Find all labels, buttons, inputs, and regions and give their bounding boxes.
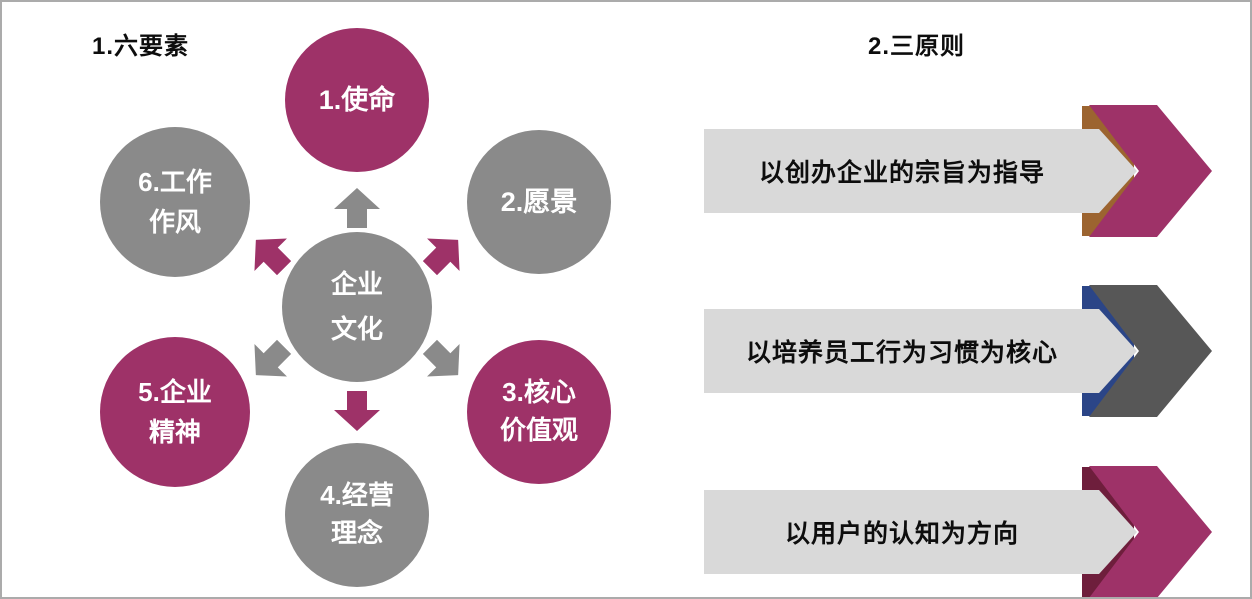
banner-3-chevron-icon [1089, 466, 1212, 597]
banner-2-text: 以培养员工行为习惯为核心 [745, 339, 1058, 367]
arrow-up-left-icon [254, 238, 292, 276]
circle-vision: 2.愿景 [467, 130, 611, 274]
circle-mission: 1.使命 [285, 28, 429, 172]
arrow-up-right-icon [422, 238, 460, 276]
arrow-down-icon [334, 391, 380, 431]
circle-enterprise-spirit: 5.企业 精神 [100, 337, 250, 487]
banner-1-chevron-icon [1089, 105, 1212, 237]
principle-banner-3: 以用户的认知为方向 [697, 464, 1247, 597]
left-section-title: 1.六要素 [92, 33, 190, 60]
banner-3-graphic [704, 466, 1212, 597]
banner-2-graphic [704, 285, 1212, 417]
banner-3-bar [704, 490, 1137, 574]
arrow-up-icon [334, 188, 380, 228]
circle-work-style: 6.工作 作风 [100, 127, 250, 277]
circle-business-philosophy: 4.经营 理念 [285, 443, 429, 587]
arrow-down-right-icon [422, 339, 460, 377]
banner-3-text: 以用户的认知为方向 [784, 520, 1019, 548]
banner-2-bar [704, 309, 1137, 393]
principle-banner-1: 以创办企业的宗旨为指导 [697, 103, 1247, 239]
circle-core-values: 3.核心 价值观 [467, 340, 611, 484]
right-section-title: 2.三原则 [868, 33, 966, 60]
circle-corporate-culture: 企业 文化 [282, 232, 432, 382]
principle-banner-2: 以培养员工行为习惯为核心 [697, 283, 1247, 419]
banner-1-graphic [704, 105, 1212, 237]
arrow-down-left-icon [254, 339, 292, 377]
banner-1-text: 以创办企业的宗旨为指导 [758, 159, 1045, 187]
banner-2-chevron-icon [1089, 285, 1212, 417]
banner-1-bar [704, 129, 1137, 213]
